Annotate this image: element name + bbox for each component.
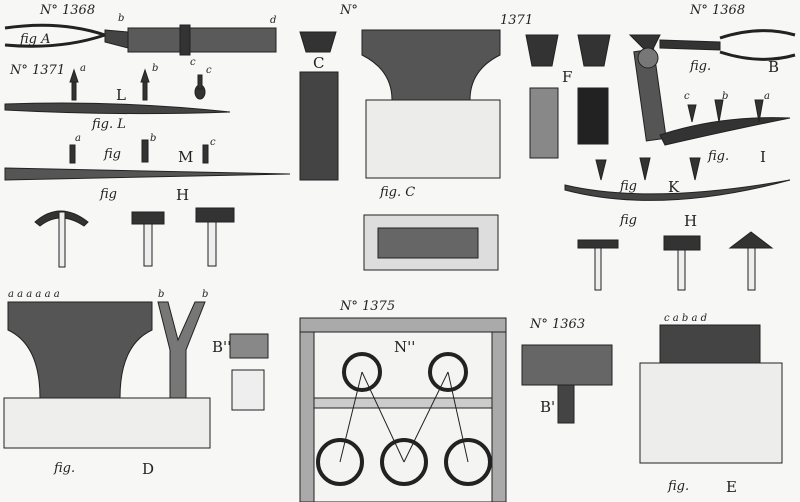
label-fig-m: fig [104,147,121,162]
label-d-b1: b [158,289,165,300]
label-n1368-b: N° 1368 [690,3,746,18]
label-fig-k: fig [620,179,637,194]
label-i: I [760,148,766,166]
label-fig-i: fig. [708,149,730,164]
tools-fig-l [4,68,231,115]
label-b: B [768,58,780,76]
label-n-double-prime: N'' [394,338,416,356]
label-a-c: c [190,57,196,68]
label-e-letters: c a b a d [664,313,708,324]
label-i-a: a [764,91,770,102]
label-l-c: c [206,65,212,76]
label-m: M [178,148,194,166]
label-fig-c: fig. C [380,185,416,200]
label-d-letters: a a a a a a [8,289,60,300]
tools-fig-k [564,157,791,201]
label-fig-h-right: fig [620,213,637,228]
label-d: D [142,460,155,478]
anvil-fig-c [299,29,501,181]
hammers-fig-h-right [577,231,774,291]
label-i-b: b [722,91,729,102]
tools-fig-f [525,34,611,159]
tongs-fig-b [628,29,796,142]
label-k: K [668,178,680,196]
tools-fig-m [4,139,291,181]
label-e: E [726,478,737,496]
label-m-a: a [75,133,81,144]
label-n1368-a: N° 1368 [40,3,96,18]
label-n1363: N° 1363 [530,317,586,332]
label-fig-h-left: fig [100,187,117,202]
label-d-b2: b [202,289,209,300]
label-fig-a: fig A [20,32,51,47]
label-m-b: b [150,133,157,144]
label-n-c: N° [340,3,358,18]
label-i-c: c [684,91,690,102]
label-h-right: H [684,212,698,230]
label-n1371-b: 1371 [500,13,534,28]
label-fig-l: fig. L [92,117,126,132]
die-fig-b-prime [521,344,613,424]
label-b-double-prime: B'' [212,338,232,356]
label-f: F [562,68,573,86]
label-l-b: b [152,63,159,74]
label-b-prime: B' [540,398,556,416]
label-fig-b: fig. [690,59,712,74]
block-fig-e [639,324,783,464]
label-fig-e: fig. [668,479,690,494]
label-n1371-a: N° 1371 [10,63,66,78]
die-block [363,214,499,271]
label-l: L [116,86,126,104]
label-n1375: N° 1375 [340,299,396,314]
label-m-c: c [210,137,216,148]
label-a-d: d [270,15,277,26]
label-a-b: b [118,13,125,24]
label-fig-d: fig. [54,461,76,476]
tools-fig-i [659,99,791,146]
hammers-fig-h-left [34,207,235,268]
label-l-a: a [80,63,86,74]
tongs-fig-a [4,23,277,56]
anvil-fig-d [3,301,269,449]
frame-fig-n [299,317,507,502]
label-h-left: H [176,186,190,204]
label-c: C [313,54,325,72]
